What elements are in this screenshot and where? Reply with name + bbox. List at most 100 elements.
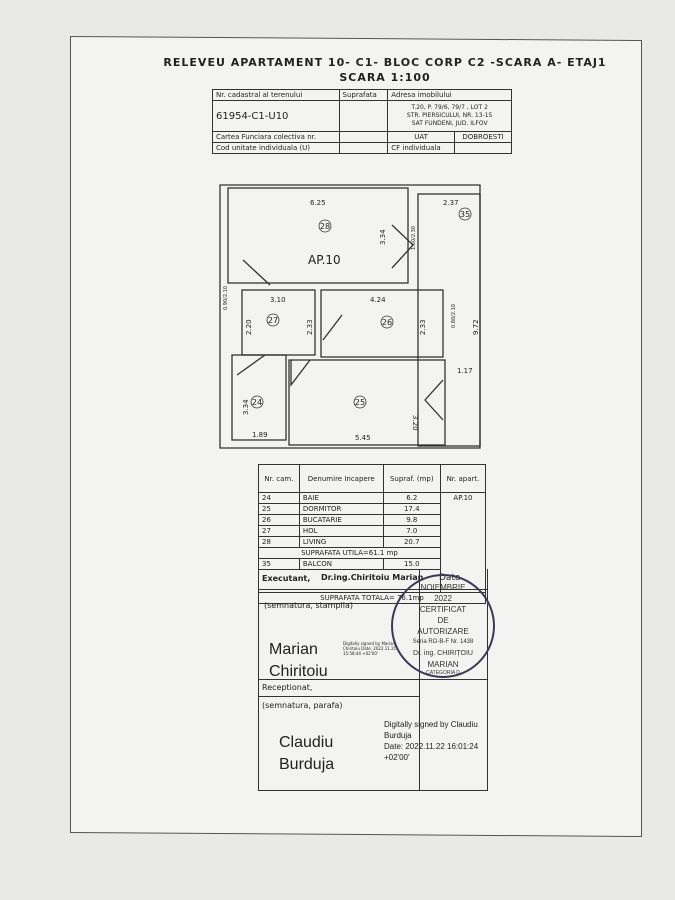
useful-area: SUPRAFATA UTILA=61.1 mp [258, 547, 441, 559]
balcony-outline [417, 193, 481, 447]
uat-value: DOBROESTI [453, 131, 513, 143]
room-nr: 27 [258, 525, 300, 537]
stamp-text: AUTORIZARE [417, 627, 469, 636]
room-number: 27 [268, 316, 278, 325]
cf-collective-label: Cartea Funciara colectiva nr. [212, 131, 340, 143]
room-name: BALCON [298, 558, 384, 570]
digital-line: Burduja [384, 731, 412, 740]
stamp-series: Seria RO-B-F Nr. 1438 [412, 639, 474, 645]
authorization-stamp: NOIEMBRIE 2022 CERTIFICAT DE AUTORIZARE … [391, 574, 495, 678]
dim-label: 1.89 [252, 431, 268, 439]
col-header: Nr. apart. [439, 464, 487, 493]
col-header: Supraf. (mp) [382, 464, 441, 493]
dim-label: 2.20 [245, 319, 253, 335]
room-name: LIVING [298, 536, 384, 548]
executant-name: Dr.ing.Chiritoiu Marian [321, 573, 424, 582]
receptionat-sign-label: (semnatura, parafa) [262, 701, 343, 710]
outer-wall [219, 184, 481, 449]
address-value: T.20, P. 79/6, 79/7 , LOT 2 STR. PIERSIC… [387, 100, 512, 132]
stamp-name: MARIAN [427, 660, 459, 669]
executant-signature: Marian Chiritoiu [269, 641, 328, 680]
window-dim-label: 0.80/2.10 [451, 304, 457, 328]
dim-label: 4.24 [370, 296, 386, 304]
digital-line: Date: 2022.11.22 16:01:24 [384, 742, 479, 751]
surface-label: Suprafata [338, 89, 389, 101]
col-header: Nr. cam. [258, 464, 300, 493]
scale-line: SCARA 1:100 [339, 71, 431, 84]
dim-label: 2.37 [443, 199, 459, 207]
cf-individual-value [453, 142, 513, 154]
room-area: 15.0 [382, 558, 441, 570]
room-number: 25 [355, 398, 365, 407]
surface-value [338, 100, 389, 132]
executant-sign-label: (semnatura, stampila) [264, 601, 354, 610]
room-name: BUCATARIE [298, 514, 384, 526]
title-line: RELEVEU APARTAMENT 10- C1- BLOC CORP C2 … [163, 56, 607, 69]
room-nr: 24 [258, 492, 300, 504]
receptionat-digital-signature: Digitally signed by Claudiu Burduja Date… [384, 719, 494, 763]
dim-label: 2.33 [306, 319, 314, 335]
dim-label: 9.72 [472, 319, 480, 335]
room-nr: 35 [258, 558, 300, 570]
cadastral-label: Nr. cadastral al terenului [212, 89, 340, 101]
receptionat-label: Receptionat, [262, 683, 313, 692]
room-number: 28 [320, 222, 330, 231]
room-nr: 25 [258, 503, 300, 515]
door-dim-label: 1.60/2.30 [411, 226, 417, 250]
stamp-category: CATEGORIA D [426, 670, 460, 676]
uat-label: UAT [387, 131, 455, 143]
dim-label: 5.45 [355, 434, 371, 442]
dim-label: 3.20 [411, 415, 419, 431]
col-header: Denumire Incapere [298, 464, 384, 493]
unit-code-label: Cod unitate individuala (U) [212, 142, 340, 154]
room-area: 7.0 [382, 525, 441, 537]
room-nr: 28 [258, 536, 300, 548]
door-dim-label: 0.90/2.10 [223, 286, 229, 310]
room-number: 24 [252, 398, 262, 407]
address-label: Adresa imobilului [387, 89, 512, 101]
room-name: BAIE [298, 492, 384, 504]
room-24-outline [231, 354, 287, 441]
unit-code-value [338, 142, 389, 154]
cf-individual-label: CF individuala [387, 142, 455, 154]
room-nr: 26 [258, 514, 300, 526]
apartment-label: AP.10 [308, 253, 341, 267]
room-number: 35 [460, 210, 470, 219]
dim-label: 3.10 [270, 296, 286, 304]
executant-label: Executant, [262, 574, 311, 583]
digital-line: +02'00' [384, 753, 410, 762]
digital-line: Digitally signed by Claudiu [384, 720, 478, 729]
cadastral-value: 61954-C1-U10 [212, 100, 340, 132]
stamp-text: DE [437, 616, 449, 625]
room-name: DORMITOR [298, 503, 384, 515]
cf-collective-value [338, 131, 389, 143]
dim-label: 3.34 [379, 229, 387, 245]
receptionat-signature: Claudiu Burduja [279, 734, 335, 773]
executant-digital-signature: Digitally signed by Marian Chiritoiu Dat… [343, 641, 397, 656]
door-swings [236, 224, 444, 421]
room-area: 6.2 [382, 492, 441, 504]
address-line: T.20, P. 79/6, 79/7 , LOT 2 [411, 104, 488, 111]
dim-label: 2.33 [419, 319, 427, 335]
room-area: 20.7 [382, 536, 441, 548]
stamp-text: CERTIFICAT [419, 605, 467, 614]
stamp-name: Dr. ing. CHIRIȚOIU [413, 650, 473, 657]
address-line: SAT FUNDENI, JUD. ILFOV [411, 120, 488, 127]
room-area: 17.4 [382, 503, 441, 515]
document-title: RELEVEU APARTAMENT 10- C1- BLOC CORP C2 … [150, 55, 620, 85]
dim-label: 6.25 [310, 199, 326, 207]
room-28-outline [227, 187, 409, 284]
dim-label: 3.34 [242, 399, 250, 415]
address-line: STR. PIERSICULUI, NR. 13-15 [406, 112, 493, 119]
stamp-month: NOIEMBRIE [420, 583, 466, 592]
room-number: 26 [382, 318, 392, 327]
signature-block: Executant, Dr.ing.Chiritoiu Marian Data … [258, 569, 495, 791]
floor-plan: 6.25 2.37 3.34 3.10 4.24 2.20 2.33 2.33 … [219, 184, 481, 449]
room-area: 9.8 [382, 514, 441, 526]
dim-label: 1.17 [457, 367, 473, 375]
